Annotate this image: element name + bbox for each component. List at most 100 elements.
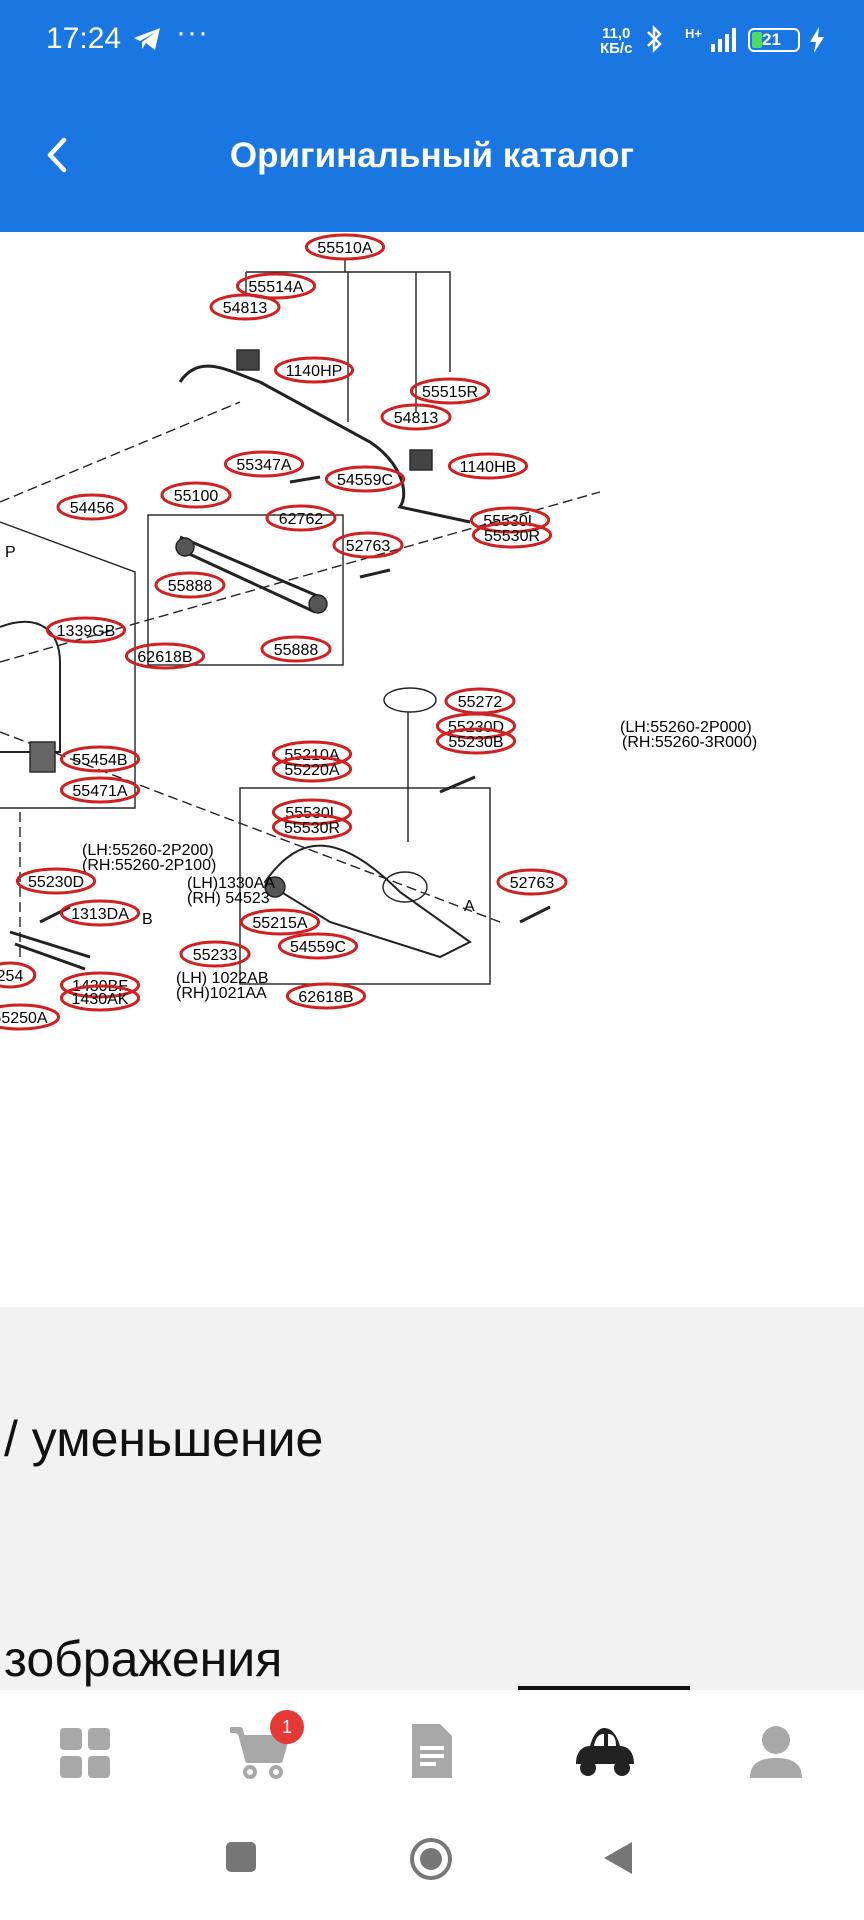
spring-seat bbox=[383, 687, 437, 713]
bolt-2 bbox=[439, 775, 476, 794]
part-label-highlight bbox=[469, 506, 551, 534]
part-label[interactable]: 55530R bbox=[484, 528, 540, 545]
part-label[interactable]: 1140HP bbox=[286, 363, 343, 380]
part-label[interactable]: 55530R bbox=[284, 820, 340, 837]
part-label[interactable]: 54559C bbox=[290, 939, 346, 956]
part-label-highlight bbox=[409, 377, 491, 405]
lower-arm-bushing bbox=[264, 876, 286, 898]
part-label-highlight bbox=[271, 798, 353, 826]
car-icon bbox=[576, 1728, 634, 1776]
bushing-right bbox=[409, 449, 433, 471]
part-label[interactable]: 55515R bbox=[422, 384, 478, 401]
leader-lines-top bbox=[245, 258, 451, 422]
part-label-highlight bbox=[271, 813, 353, 841]
part-label-highlight bbox=[273, 356, 355, 384]
back-triangle-icon[interactable] bbox=[600, 1838, 636, 1878]
part-label[interactable]: 52763 bbox=[510, 875, 555, 892]
lower-arm bbox=[263, 844, 472, 959]
bottom-nav bbox=[0, 1690, 864, 1810]
part-label[interactable]: 62762 bbox=[279, 511, 324, 528]
parts-diagram-svg[interactable]: 55510A 55514A 54813 1140HP 55515R 54813 1140HB… bbox=[0, 232, 864, 1307]
part-label-highlight bbox=[271, 755, 353, 783]
part-label: B bbox=[142, 911, 153, 928]
network-type: H+ bbox=[685, 26, 702, 41]
part-label-highlight bbox=[496, 868, 568, 896]
zoom-text: / уменьшение bbox=[4, 1411, 324, 1467]
part-label[interactable]: 54813 bbox=[394, 410, 439, 427]
part-label-highlight bbox=[15, 867, 97, 895]
part-label-highlight bbox=[0, 1003, 61, 1031]
page-title: Оригинальный каталог bbox=[229, 136, 635, 175]
part-label[interactable]: 54456 bbox=[70, 500, 115, 517]
battery-icon: 21 bbox=[748, 28, 800, 52]
part-label[interactable]: 55514A bbox=[248, 279, 303, 296]
part-label[interactable]: 55230D bbox=[28, 874, 84, 891]
part-label[interactable]: 55233 bbox=[193, 947, 238, 964]
bolt-3 bbox=[519, 905, 551, 924]
part-label-highlight bbox=[447, 452, 529, 480]
nav-item-garage[interactable] bbox=[544, 1690, 664, 1810]
part-label[interactable]: 55454B bbox=[72, 752, 127, 769]
part-label[interactable]: 54559C bbox=[337, 472, 393, 489]
back-button[interactable] bbox=[38, 130, 78, 180]
arm-bushing-a bbox=[175, 537, 195, 557]
part-label[interactable]: 55230B bbox=[448, 734, 503, 751]
part-label-highlight bbox=[324, 465, 406, 493]
part-label[interactable]: 62618B bbox=[298, 989, 353, 1006]
parts-diagram[interactable]: 55510A 55514A 54813 1140HP 55515R 54813 1140HB… bbox=[0, 232, 864, 1307]
part-label-highlight bbox=[471, 521, 553, 549]
lower-arm-mount bbox=[382, 871, 428, 903]
part-label[interactable]: 1140HB bbox=[460, 459, 517, 476]
stabilizer-bar bbox=[178, 364, 471, 524]
part-label[interactable]: 55215A bbox=[252, 915, 307, 932]
part-label-highlight bbox=[235, 272, 317, 300]
part-label-highlight bbox=[154, 571, 226, 599]
part-label-highlight bbox=[260, 635, 332, 663]
nav-item-cart[interactable] bbox=[198, 1690, 318, 1810]
part-label-highlight bbox=[160, 481, 232, 509]
arm-bushing-b bbox=[308, 594, 328, 614]
part-label: (LH)1330AA bbox=[187, 875, 275, 892]
part-label[interactable]: 55210A bbox=[284, 747, 339, 764]
image-text: зображения bbox=[4, 1631, 283, 1687]
part-label-highlight bbox=[380, 403, 452, 431]
part-label[interactable]: 1313DA bbox=[71, 906, 129, 923]
part-label[interactable]: 55471A bbox=[72, 783, 127, 800]
part-label-highlight bbox=[435, 727, 517, 755]
part-label[interactable]: 52763 bbox=[346, 538, 391, 555]
part-label[interactable]: 62618B bbox=[137, 649, 192, 666]
part-label-highlight bbox=[239, 908, 321, 936]
part-label[interactable]: 54813 bbox=[223, 300, 268, 317]
part-label[interactable]: 1430AK bbox=[72, 991, 129, 1008]
guide-lines bbox=[0, 401, 601, 962]
part-label[interactable]: 55888 bbox=[168, 578, 213, 595]
part-label[interactable]: 55272 bbox=[458, 694, 503, 711]
part-label-highlight bbox=[59, 745, 141, 773]
part-label[interactable]: 55530L bbox=[483, 513, 536, 530]
frame-upper-arm bbox=[147, 514, 344, 666]
part-label[interactable]: 55100 bbox=[174, 488, 219, 505]
part-label[interactable]: 55347A bbox=[236, 457, 291, 474]
part-label[interactable]: 55250A bbox=[0, 1010, 48, 1027]
part-label[interactable]: 254 bbox=[0, 968, 23, 985]
part-label[interactable]: 55510A bbox=[317, 240, 372, 257]
nav-item-profile[interactable] bbox=[716, 1690, 836, 1810]
bluetooth-icon bbox=[647, 24, 662, 54]
status-time: 17:24 bbox=[46, 22, 122, 55]
part-label-highlight bbox=[304, 233, 386, 261]
nav-item-documents[interactable] bbox=[372, 1690, 492, 1810]
part-label[interactable]: 1339GB bbox=[57, 623, 116, 640]
part-label[interactable]: 55220A bbox=[284, 762, 339, 779]
trailing-link bbox=[9, 930, 91, 971]
part-label: (LH) 1022AB bbox=[176, 970, 269, 987]
cart-icon bbox=[230, 1727, 289, 1779]
nav-item-catalog[interactable] bbox=[26, 1690, 146, 1810]
part-label[interactable]: 55888 bbox=[274, 642, 319, 659]
part-label[interactable]: 55530L bbox=[285, 805, 338, 822]
home-circle-icon[interactable] bbox=[408, 1836, 454, 1882]
part-label: P bbox=[5, 544, 16, 561]
recents-square-icon[interactable] bbox=[224, 1840, 260, 1876]
profile-icon bbox=[750, 1726, 802, 1778]
